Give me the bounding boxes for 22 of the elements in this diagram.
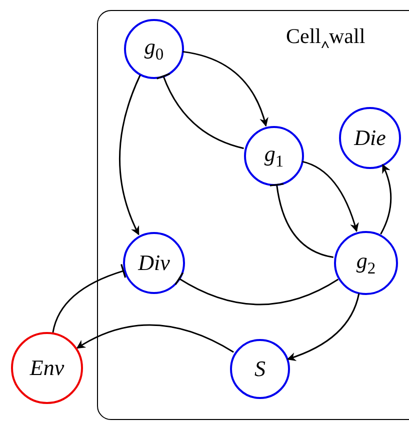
- node-label: g$_{2}$: [356, 248, 376, 278]
- node-circle: [123, 232, 185, 294]
- arrow: [182, 50, 268, 127]
- arrow: [76, 324, 234, 353]
- node-circle: [339, 107, 401, 169]
- node-circle: [11, 332, 83, 404]
- node-label: Div: [138, 250, 170, 276]
- node-label: Env: [30, 355, 64, 381]
- cell-wall-frame: [97, 10, 409, 420]
- node-circle: [230, 339, 290, 399]
- node-label: g$_{0}$: [144, 34, 164, 64]
- arrow: [286, 293, 360, 361]
- node-circle: [244, 126, 304, 186]
- node-circle: [334, 231, 398, 295]
- node-label: S: [254, 356, 266, 382]
- node-label: g$_{1}$: [264, 140, 284, 172]
- frame-label: Cell‸wall: [286, 23, 366, 49]
- arrow: [302, 160, 359, 232]
- node-circle: [124, 19, 184, 79]
- node-label: Die: [354, 125, 386, 151]
- arrow: [380, 164, 392, 234]
- arrow: [118, 74, 141, 236]
